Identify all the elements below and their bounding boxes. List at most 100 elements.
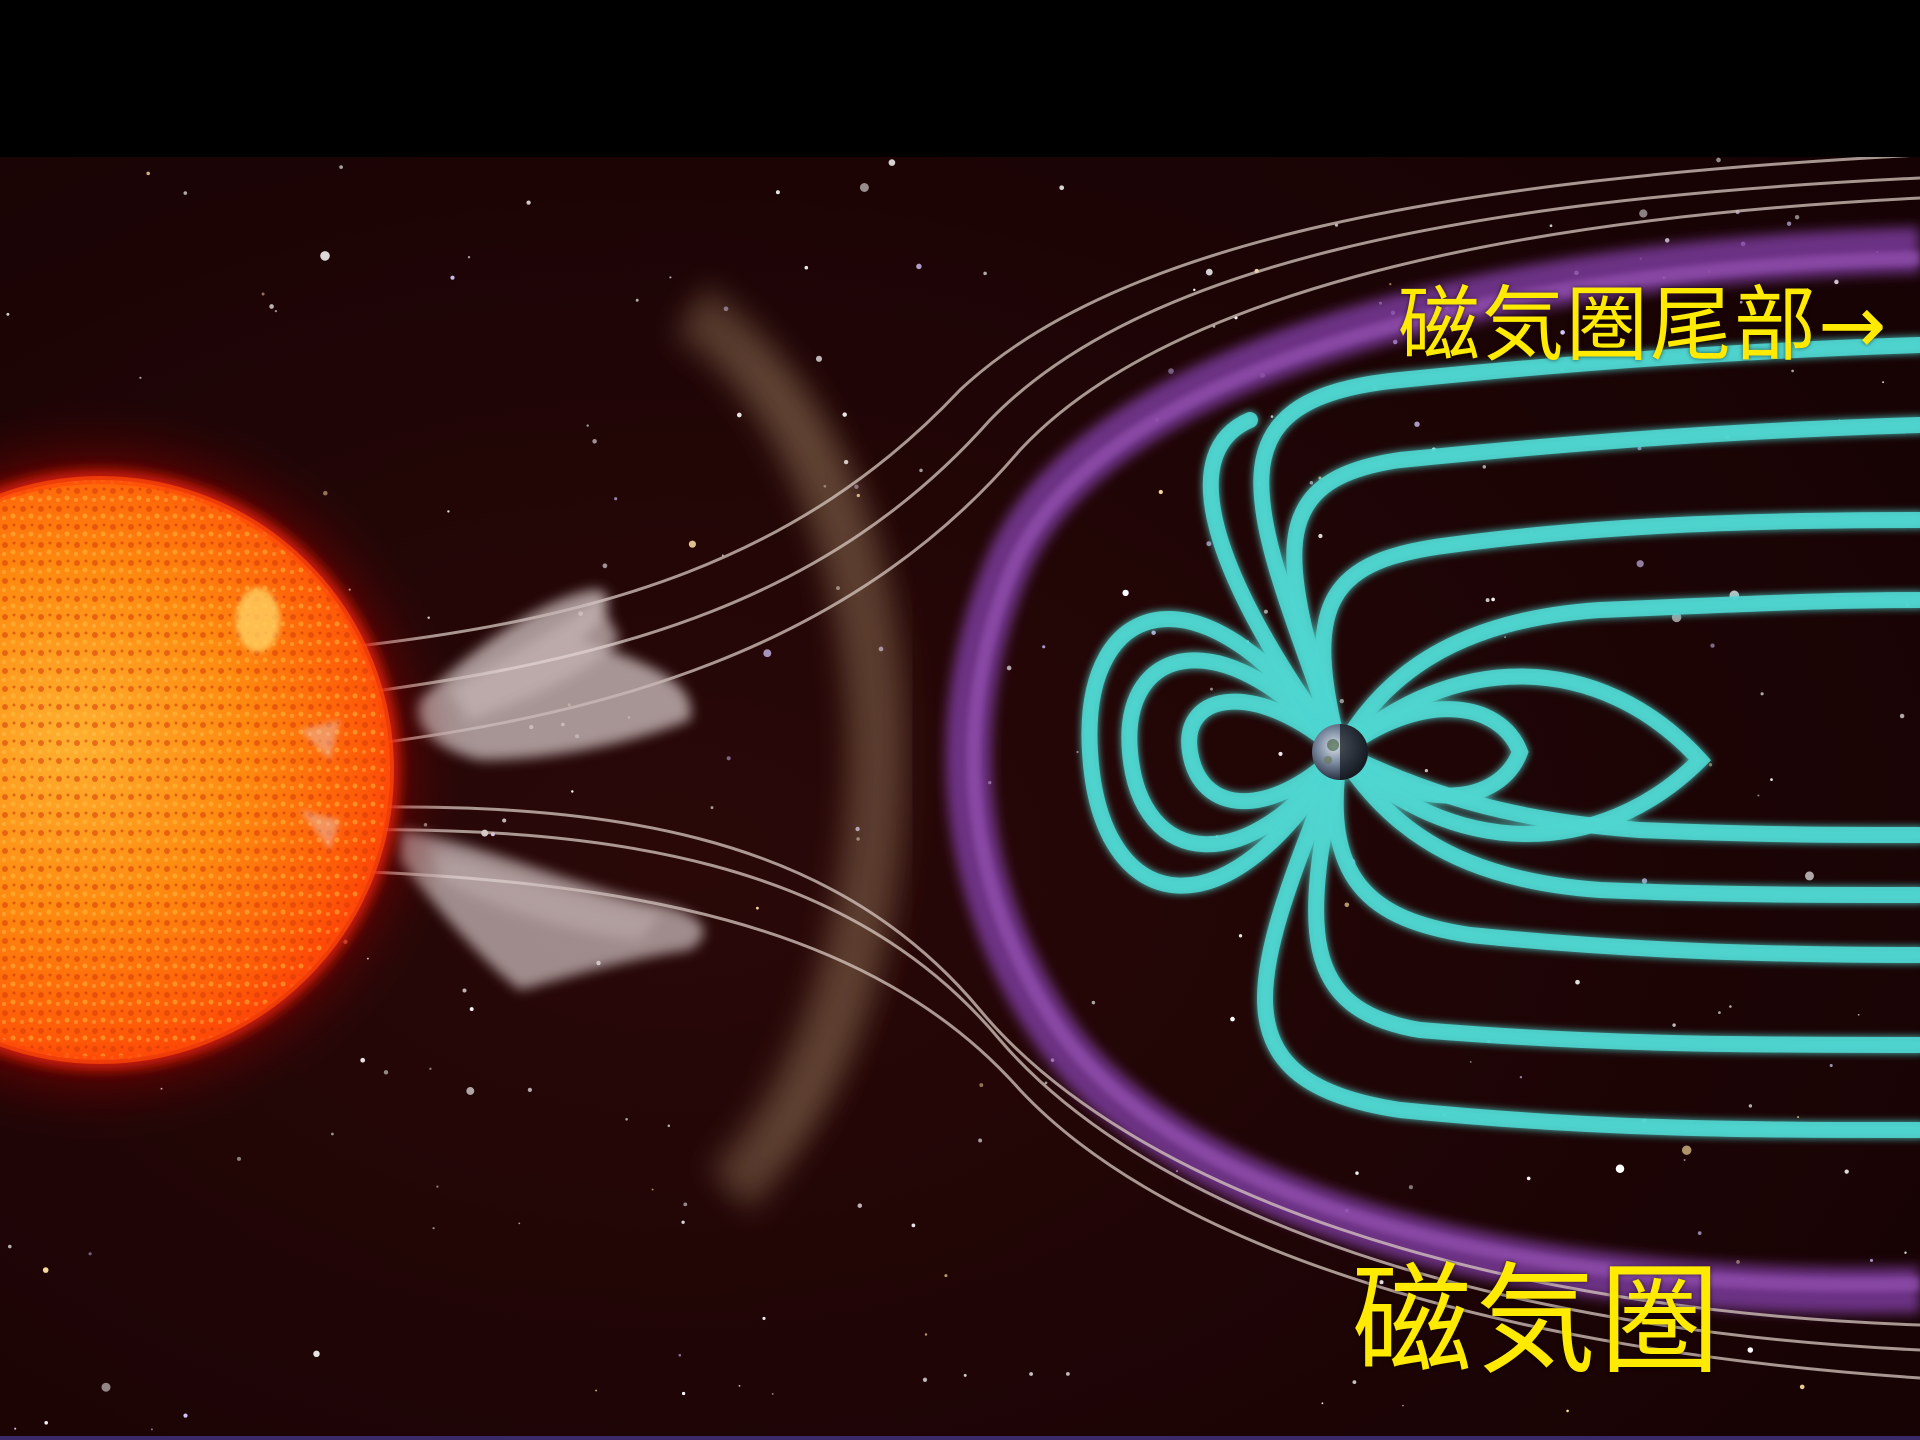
star bbox=[1482, 465, 1487, 469]
star bbox=[1797, 1116, 1800, 1119]
star bbox=[1059, 185, 1065, 191]
star bbox=[183, 1413, 188, 1418]
star bbox=[1882, 381, 1885, 384]
star bbox=[592, 439, 597, 444]
star bbox=[763, 649, 772, 658]
star bbox=[526, 200, 531, 205]
star bbox=[1526, 1176, 1531, 1181]
star bbox=[432, 1227, 435, 1230]
star bbox=[527, 1087, 533, 1093]
star bbox=[771, 1392, 774, 1395]
earth-magnetic-field-lines bbox=[1081, 337, 1920, 1138]
star bbox=[1566, 1409, 1569, 1413]
star bbox=[1639, 209, 1648, 218]
star bbox=[1671, 612, 1682, 623]
bottom-edge-strip bbox=[0, 1436, 1920, 1440]
star bbox=[1263, 609, 1268, 614]
star bbox=[6, 312, 10, 316]
star bbox=[1504, 636, 1507, 639]
star bbox=[1158, 489, 1163, 495]
star bbox=[1193, 288, 1196, 292]
star bbox=[150, 1428, 153, 1431]
star bbox=[1672, 1023, 1676, 1027]
star bbox=[436, 1185, 439, 1188]
star bbox=[450, 275, 455, 280]
star bbox=[1708, 763, 1713, 767]
star bbox=[1168, 368, 1174, 374]
star bbox=[1786, 221, 1792, 226]
star bbox=[979, 1083, 984, 1088]
star bbox=[360, 1057, 366, 1063]
star bbox=[462, 988, 467, 993]
star bbox=[1549, 224, 1553, 228]
star bbox=[1491, 597, 1495, 602]
star bbox=[1176, 1170, 1178, 1173]
star bbox=[467, 256, 471, 259]
star bbox=[1697, 1231, 1702, 1235]
star bbox=[1683, 1159, 1686, 1161]
star bbox=[1424, 768, 1429, 773]
star bbox=[1729, 1005, 1732, 1008]
star bbox=[1318, 476, 1322, 480]
star bbox=[602, 563, 608, 569]
star bbox=[1042, 645, 1046, 649]
star bbox=[1029, 1372, 1033, 1376]
star bbox=[1637, 446, 1642, 451]
star bbox=[1899, 713, 1905, 719]
star bbox=[1560, 330, 1565, 335]
star bbox=[469, 1007, 474, 1012]
star bbox=[963, 1373, 967, 1377]
star bbox=[1469, 1060, 1472, 1063]
star bbox=[571, 790, 574, 793]
star bbox=[1805, 871, 1814, 881]
star bbox=[726, 756, 731, 761]
star bbox=[1278, 751, 1283, 756]
star bbox=[1747, 1347, 1754, 1353]
star bbox=[1339, 698, 1345, 704]
star bbox=[44, 1421, 48, 1425]
star bbox=[1389, 282, 1392, 286]
star bbox=[1270, 415, 1274, 418]
star bbox=[88, 1252, 92, 1256]
star bbox=[1065, 1371, 1070, 1376]
star bbox=[1716, 157, 1721, 163]
star bbox=[595, 1389, 598, 1392]
star bbox=[775, 190, 780, 195]
star bbox=[14, 1427, 17, 1430]
star bbox=[738, 1385, 741, 1387]
star bbox=[1044, 1081, 1048, 1085]
star bbox=[1006, 665, 1012, 671]
star bbox=[755, 906, 759, 910]
star bbox=[339, 165, 343, 169]
star bbox=[944, 1274, 948, 1278]
star bbox=[1318, 533, 1323, 539]
star bbox=[274, 309, 278, 313]
star bbox=[842, 412, 847, 417]
star bbox=[678, 1353, 682, 1357]
star bbox=[1757, 794, 1760, 797]
star bbox=[429, 1067, 432, 1070]
star bbox=[1829, 1063, 1833, 1068]
star bbox=[983, 271, 987, 276]
star bbox=[1206, 541, 1212, 547]
star bbox=[236, 1156, 242, 1161]
earth-icon bbox=[1312, 724, 1368, 780]
star bbox=[1238, 934, 1243, 938]
magnetosphere-label: 磁気圏 bbox=[1352, 1252, 1724, 1391]
star bbox=[815, 355, 823, 362]
star bbox=[261, 292, 265, 296]
star bbox=[614, 497, 618, 501]
star bbox=[916, 263, 922, 270]
star bbox=[447, 510, 450, 513]
star bbox=[1355, 1171, 1359, 1175]
star bbox=[1844, 1169, 1849, 1174]
magnetotail-label: 磁気圏尾部→ bbox=[1398, 278, 1889, 373]
star bbox=[651, 1188, 654, 1191]
star bbox=[911, 1223, 916, 1228]
star bbox=[1718, 1011, 1721, 1014]
star bbox=[183, 191, 188, 195]
star bbox=[681, 1220, 685, 1224]
star bbox=[762, 1316, 766, 1320]
star bbox=[1641, 878, 1648, 884]
star bbox=[1575, 979, 1580, 985]
